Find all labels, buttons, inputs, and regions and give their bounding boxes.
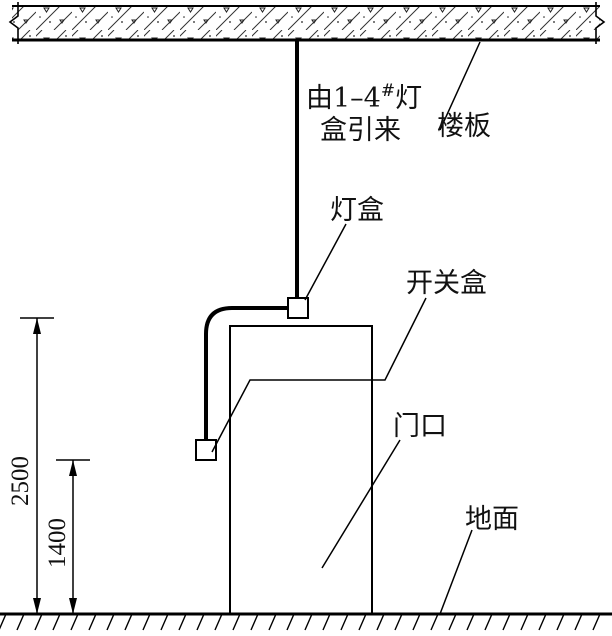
slab-break-left [8, 2, 19, 44]
floor-slab [8, 2, 606, 44]
label-dimension-1400: 1400 [44, 518, 71, 568]
label-floor-slab: 楼板 [437, 111, 491, 142]
label-source-line1: 由1–4#灯 [306, 81, 422, 114]
conduit-to-switch [204, 306, 290, 440]
label-source-line2: 盒引来 [320, 115, 401, 146]
dimension-2500 [20, 317, 54, 614]
label-ground: 地面 [465, 504, 519, 535]
label-dimension-2500: 2500 [7, 456, 34, 506]
dimension-1400 [56, 459, 90, 614]
leader-doorway [321, 439, 401, 569]
leader-lamp-box [304, 223, 347, 301]
switch-box [195, 439, 217, 461]
doorway-frame [229, 325, 373, 615]
label-doorway: 门口 [393, 411, 447, 442]
leader-ground [439, 529, 473, 615]
slab-break-right [595, 2, 606, 44]
leader-floor-slab [439, 41, 481, 131]
leader-switch-box [211, 297, 427, 453]
label-switch-box: 开关盒 [406, 268, 487, 299]
lamp-box [287, 297, 309, 319]
ground [0, 612, 612, 631]
label-lamp-box: 灯盒 [330, 195, 384, 226]
